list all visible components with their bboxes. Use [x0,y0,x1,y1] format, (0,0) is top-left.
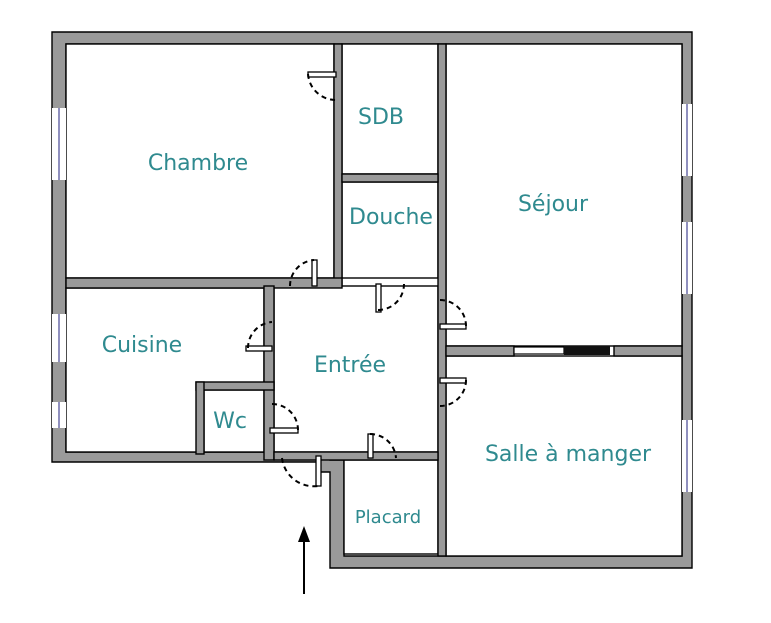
door-leaf [367,433,374,459]
room-wc-floor [203,389,265,453]
door-swing [281,457,319,488]
room-label-placard: Placard [355,507,421,528]
room-label-sdb: SDB [358,105,404,130]
room-label-wc: Wc [213,409,247,434]
door-swing [439,299,467,327]
wall-segment [65,277,343,289]
room-label-chambre: Chambre [148,151,248,176]
wall-segment [273,451,439,461]
room-placard-floor [343,459,439,555]
wall-segment [263,285,275,461]
door-swing [369,432,397,459]
wall-segment [613,345,683,357]
door-leaf [307,71,337,78]
room-label-entree: Entrée [314,353,386,378]
door-leaf [311,259,318,287]
room-sdb-floor [341,43,439,175]
wall-segment [195,381,275,391]
door-leaf [269,427,299,434]
door-swing [307,73,337,102]
door-swing [246,321,273,349]
room-label-salle-a-manger: Salle à manger [485,442,652,467]
door-leaf [439,377,467,384]
wall-segment [333,43,343,287]
door-swing [377,283,405,311]
room-salle-a-manger-floor [445,355,683,557]
room-douche-floor [341,181,439,279]
sliding-door [564,346,610,355]
room-label-douche: Douche [349,205,433,230]
sliding-door [513,346,565,355]
room-label-cuisine: Cuisine [102,333,182,358]
door-leaf [439,323,467,330]
wall-segment [341,173,439,183]
door-swing [439,379,467,407]
room-label-sejour: Séjour [518,192,589,217]
entrance-arrow-head [298,526,310,542]
wall-segment [445,345,515,357]
wall-segment [195,381,205,455]
door-leaf [245,345,273,352]
door-leaf [315,455,322,487]
door-leaf [375,283,382,313]
door-swing [271,403,299,431]
door-swing [288,259,315,287]
